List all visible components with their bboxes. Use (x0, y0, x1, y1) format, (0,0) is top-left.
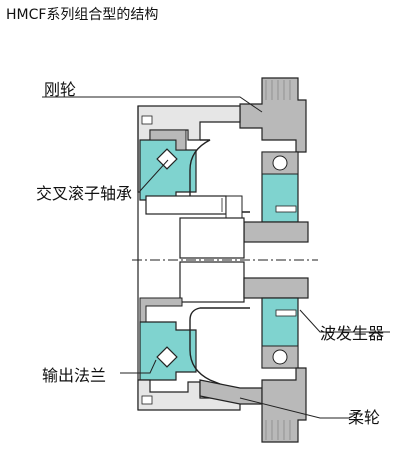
label-circular-spline: 刚轮 (44, 80, 77, 99)
diagram-title: HMCF系列组合型的结构 (6, 7, 159, 23)
circular-spline-lower (261, 367, 307, 443)
output-flange-lower (139, 297, 183, 323)
leader-flexspline (239, 397, 350, 419)
hub-lower (179, 261, 245, 303)
leader-output-flange (120, 359, 157, 374)
wave-generator-hub-lower (243, 277, 309, 299)
cross-roller-lower (156, 346, 178, 368)
leader-circular-spline (42, 96, 263, 113)
screw-bottom (141, 395, 153, 405)
bearing-cyan-upper (139, 139, 197, 201)
flexspline-lower (189, 307, 250, 389)
leader-lines (42, 96, 390, 419)
label-cross-roller-bearing: 交叉滚子轴承 (36, 184, 133, 203)
wave-generator-ball-upper (272, 155, 288, 171)
circular-spline-hatch-upper (265, 80, 291, 100)
circular-spline-hatch-lower (265, 420, 291, 440)
cross-roller-upper (156, 148, 178, 170)
wave-generator-hub-upper (243, 221, 309, 243)
circular-spline-upper (239, 77, 307, 153)
hub-upper (179, 217, 245, 259)
leader-wave-generator (299, 309, 390, 333)
bolt-upper (145, 195, 227, 215)
wave-generator-ball-lower (272, 349, 288, 365)
bearing-gray-upper (149, 129, 187, 151)
label-wave-generator: 波发生器 (320, 324, 385, 343)
set-screw-right-upper (275, 205, 297, 213)
screw-top (141, 115, 153, 125)
label-flexspline: 柔轮 (348, 408, 381, 427)
set-screw-right-lower (275, 309, 297, 317)
label-output-flange: 输出法兰 (42, 366, 107, 385)
leader-cross-roller-bearing (139, 159, 169, 192)
bolt-head-upper (225, 195, 243, 219)
